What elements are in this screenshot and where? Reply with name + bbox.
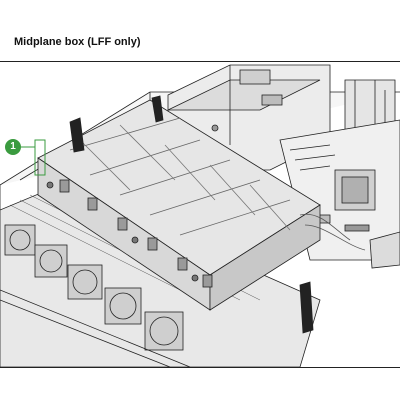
bottom-divider bbox=[0, 367, 400, 368]
callout-1-marker: 1 bbox=[5, 139, 21, 155]
cables bbox=[299, 213, 366, 251]
midplane-box bbox=[37, 95, 321, 334]
top-divider bbox=[0, 61, 400, 62]
figure-title: Midplane box (LFF only) bbox=[14, 36, 141, 48]
server-chassis-illustration bbox=[0, 64, 400, 367]
